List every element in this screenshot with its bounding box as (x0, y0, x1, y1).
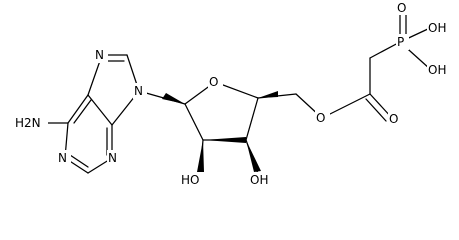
molecule-diagram: N N H2N N N O O O P O OH OH HO OH (14, 1, 455, 188)
label-bg (57, 150, 71, 166)
label-bg (133, 83, 147, 99)
atom-o4prime: O (209, 75, 218, 89)
label-bg (396, 34, 409, 50)
atom-p-oxo: O (397, 1, 406, 15)
atom-layer: N N H2N N N O O O P O OH OH HO OH (14, 1, 455, 188)
label-bg (427, 62, 455, 78)
bond-ch2-p (369, 41, 401, 59)
wedge-layer (162, 91, 278, 172)
label-bg (94, 47, 108, 63)
atom-n7: N (95, 48, 104, 62)
bond-c6-c5-double (73, 99, 92, 124)
label-bg (107, 150, 121, 166)
hash-bond-c1prime (162, 93, 185, 104)
atom-o-ester: O (316, 111, 325, 125)
atom-c3prime-oh: OH (250, 173, 268, 187)
atom-n3: N (108, 151, 117, 165)
wedge-bond-c2prime-oh (197, 140, 204, 172)
atom-p-oh-top: OH (428, 21, 446, 35)
wedge-bond-c3prime-oh (246, 140, 261, 172)
bond-c5-c4 (87, 94, 113, 126)
bond-c6-c5 (67, 94, 89, 124)
bond-layer (46, 11, 431, 175)
atom-n9: N (134, 84, 143, 98)
label-bg (249, 172, 277, 188)
structure-canvas: N N H2N N N O O O P O OH OH HO OH (14, 1, 455, 188)
label-bg (14, 114, 48, 131)
atom-o-carbonyl: O (389, 112, 398, 126)
atom-n1: N (58, 151, 67, 165)
bond-c2prime-c1prime (184, 103, 204, 141)
label-bg (208, 74, 223, 90)
bond-c4prime-c3prime (245, 97, 259, 141)
label-bg (388, 111, 403, 127)
bond-c2-n1-double (69, 154, 89, 168)
atom-c2prime-oh: HO (181, 173, 199, 187)
atom-p: P (397, 35, 404, 49)
label-bg (315, 110, 330, 126)
bond-carbonyl-double-b (365, 98, 387, 122)
hash-bond-c4prime (258, 91, 278, 98)
label-bg (396, 1, 411, 15)
label-bg (427, 20, 455, 36)
atom-amine: H2N (15, 116, 41, 130)
label-bg (180, 172, 208, 188)
atom-p-oh-bottom: OH (428, 63, 446, 77)
wedge-bond-c2prime-c3prime (203, 137, 246, 143)
